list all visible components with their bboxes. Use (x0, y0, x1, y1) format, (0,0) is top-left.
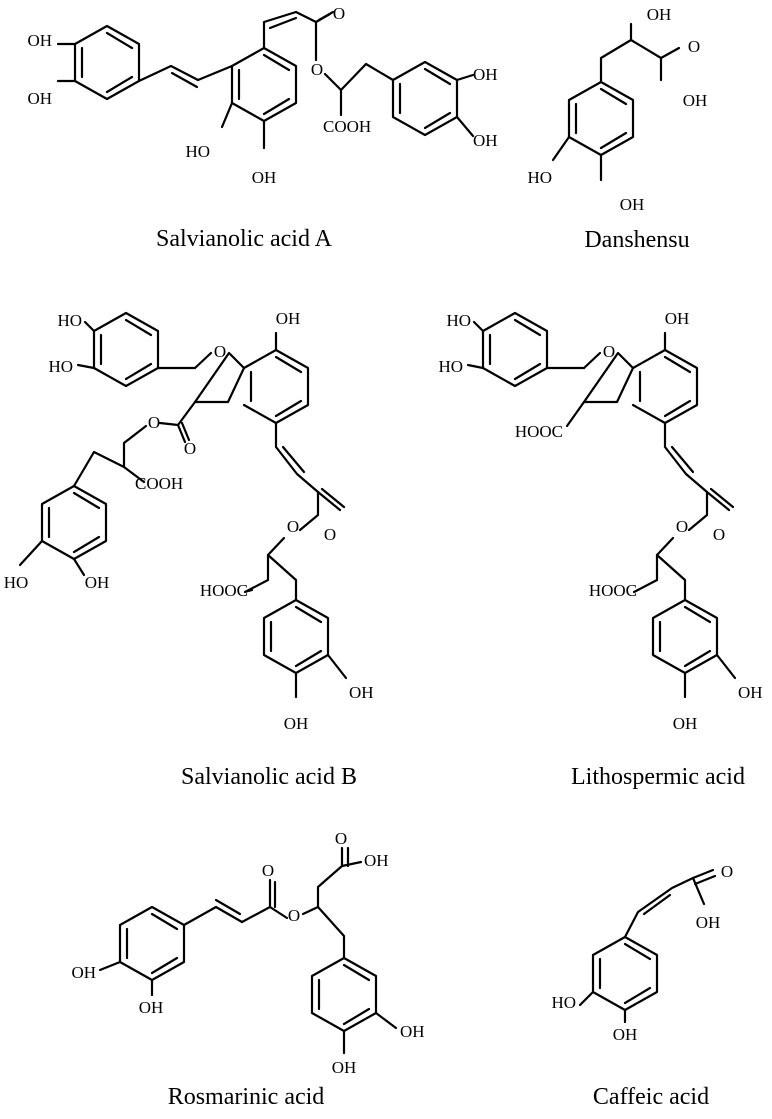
atom-label: OH (85, 573, 110, 592)
atom-label: OH (27, 89, 52, 108)
atom-label: HO (446, 311, 471, 330)
atom-label: OH (400, 1022, 425, 1041)
atom-label: O (214, 342, 226, 361)
bond-skeleton (551, 22, 681, 182)
atom-label: OH (613, 1025, 638, 1044)
atom-label: HO (527, 168, 552, 187)
atom-label: O (287, 517, 299, 536)
atom-label: OH (665, 309, 690, 328)
molecule-caption: Lithospermic acid (571, 764, 745, 790)
bond-skeleton (98, 846, 398, 1055)
bond-skeleton (18, 311, 348, 699)
atom-label: HO (4, 573, 29, 592)
atom-labels: HO HO O OH O O COOH O O HOOC HO OH OH OH (4, 309, 374, 733)
atom-labels: O OH O O OH OH OH OH (71, 829, 424, 1077)
atom-label: O (311, 60, 323, 79)
molecule-caption: Rosmarinic acid (168, 1084, 325, 1110)
atom-labels: OH O OH HO OH (527, 5, 707, 214)
atom-label: OH (647, 5, 672, 24)
atom-label: OH (673, 714, 698, 733)
atom-label: OH (276, 309, 301, 328)
molecule-danshensu: OH O OH HO OH Danshensu (527, 5, 707, 253)
atom-label: OH (27, 31, 52, 50)
bond-skeleton (466, 311, 737, 699)
atom-label: OH (696, 913, 721, 932)
bond-skeleton (578, 868, 717, 1024)
molecule-caption: Danshensu (584, 227, 689, 253)
molecule-salvianolic-acid-b: HO HO O OH O O COOH O O HOOC HO OH OH OH… (4, 309, 374, 790)
atom-label: O (713, 525, 725, 544)
atom-label: HOOC (200, 581, 248, 600)
atom-labels: O OH HO OH (551, 862, 733, 1044)
atom-label: OH (252, 168, 277, 187)
molecule-caffeic-acid: O OH HO OH Caffeic acid (551, 862, 733, 1110)
atom-labels: HO HO O OH HOOC O O HOOC OH OH (438, 309, 762, 733)
atom-label: O (603, 342, 615, 361)
atom-label: HO (185, 142, 210, 161)
bond-skeleton (56, 10, 475, 150)
atom-label: HO (57, 311, 82, 330)
molecule-caption: Salvianolic acid B (181, 764, 357, 790)
atom-label: HO (551, 993, 576, 1012)
atom-labels: OH OH O O OH OH COOH HO OH (27, 4, 497, 187)
molecule-lithospermic-acid: HO HO O OH HOOC O O HOOC OH OH Lithosper… (438, 309, 762, 790)
atom-label: O (324, 525, 336, 544)
atom-label: OH (284, 714, 309, 733)
atom-label: O (288, 906, 300, 925)
atom-label: OH (139, 998, 164, 1017)
atom-label: OH (364, 851, 389, 870)
molecule-salvianolic-acid-a: OH OH O O OH OH COOH HO OH Salvianolic a… (27, 4, 497, 252)
atom-label: O (721, 862, 733, 881)
atom-label: COOH (323, 117, 371, 136)
atom-label: OH (332, 1058, 357, 1077)
atom-label: O (335, 829, 347, 848)
atom-label: OH (620, 195, 645, 214)
molecule-caption: Salvianolic acid A (156, 226, 333, 252)
atom-label: COOH (135, 474, 183, 493)
molecule-caption: Caffeic acid (593, 1084, 709, 1110)
atom-label: OH (473, 131, 498, 150)
atom-label: O (333, 4, 345, 23)
atom-label: HOOC (589, 581, 637, 600)
atom-label: O (676, 517, 688, 536)
atom-label: HO (48, 357, 73, 376)
atom-label: O (262, 861, 274, 880)
atom-label: OH (71, 963, 96, 982)
molecule-rosmarinic-acid: O OH O O OH OH OH OH Rosmarinic acid (71, 829, 424, 1110)
atom-label: HOOC (515, 422, 563, 441)
atom-label: HO (438, 357, 463, 376)
atom-label: O (688, 37, 700, 56)
atom-label: O (184, 439, 196, 458)
atom-label: OH (349, 683, 374, 702)
atom-label: OH (738, 683, 763, 702)
atom-label: OH (473, 65, 498, 84)
atom-label: OH (683, 91, 708, 110)
atom-label: O (148, 413, 160, 432)
